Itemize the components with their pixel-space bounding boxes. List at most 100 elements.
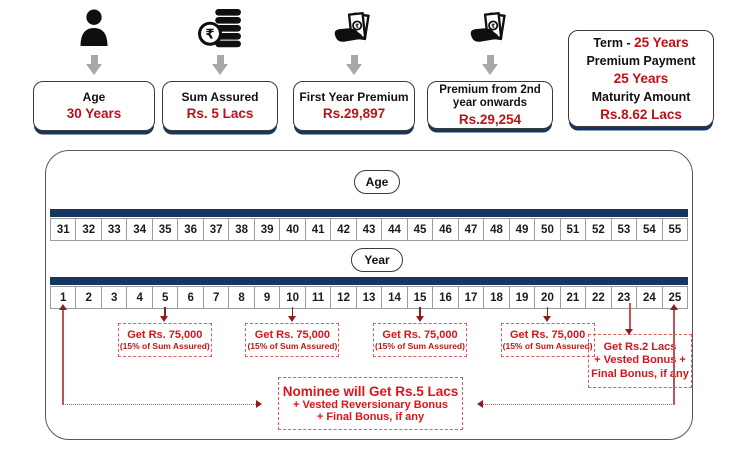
rupee-coins-icon: ₹ [198, 6, 242, 48]
first-year-premium-value: Rs.29,897 [322, 106, 386, 122]
year-cell: 23 [610, 286, 638, 309]
age-cell: 43 [355, 218, 383, 241]
svg-text:₹: ₹ [205, 27, 214, 42]
payout-note-amount: Get Rs. 75,000 [254, 329, 330, 341]
maturity-amount-label: Maturity Amount [591, 89, 691, 104]
age-cell: 38 [228, 218, 255, 241]
down-arrow-icon [85, 55, 103, 75]
year25-connector-line [673, 310, 675, 405]
year-cell: 22 [585, 286, 612, 309]
year-cell: 18 [483, 286, 510, 309]
year-cell: 17 [457, 286, 485, 309]
payout-arrow-year-20 [546, 307, 549, 317]
year1-connector-line [62, 310, 64, 405]
year-cell: 11 [304, 286, 332, 309]
payout-note-amount: Get Rs. 75,000 [382, 329, 458, 341]
age-cell: 47 [457, 218, 485, 241]
payout-note-amount: Get Rs. 75,000 [509, 329, 586, 341]
year-cell: 13 [355, 286, 383, 309]
age-pill-label: Age [365, 175, 389, 189]
year-cell: 4 [126, 286, 153, 309]
year1-up-arrowhead [58, 304, 67, 310]
year25-up-arrowhead [669, 304, 678, 310]
payout-note-year-20: Get Rs. 75,000(15% of Sum Assured) [500, 323, 595, 357]
first-year-premium-title: First Year Premium [299, 89, 409, 104]
age-cell: 48 [483, 218, 510, 241]
person-icon [76, 6, 112, 48]
nominee-right-pointing-arrowhead [256, 400, 262, 408]
age-cell: 46 [432, 218, 459, 241]
renewal-premium-box: Premium from 2nd year onwards Rs.29,254 [427, 81, 553, 129]
renewal-premium-value: Rs.29,254 [458, 111, 522, 127]
year-cell: 12 [330, 286, 357, 309]
age-cell: 50 [534, 218, 561, 241]
year-cell: 24 [636, 286, 663, 309]
age-cell: 35 [151, 218, 179, 241]
age-axis-bar [50, 209, 688, 217]
nominee-left-pointing-arrowhead [477, 400, 483, 408]
year-cell: 16 [432, 286, 459, 309]
payout-arrowhead-year-15 [415, 316, 424, 322]
payout-arrowhead-year-5 [160, 316, 169, 322]
year-pill-label: Year [364, 253, 390, 267]
premium-payment-value: 25 Years [613, 70, 669, 86]
age-cell: 42 [330, 218, 357, 241]
age-box: Age 30 Years [33, 81, 155, 131]
age-cell: 33 [100, 218, 128, 241]
svg-text:₹: ₹ [491, 23, 495, 30]
age-cell: 39 [253, 218, 281, 241]
first-year-premium-box: First Year Premium Rs.29,897 [293, 81, 415, 131]
money-hand-icon: ₹ [333, 6, 375, 48]
age-cell: 54 [636, 218, 663, 241]
nominee-left-dotted-line [63, 404, 256, 405]
sum-assured-value: Rs. 5 Lacs [186, 106, 254, 122]
age-cell: 32 [75, 218, 102, 241]
age-column: Age 30 Years [33, 6, 155, 131]
age-cell: 37 [202, 218, 230, 241]
down-arrow-icon [481, 55, 499, 75]
year-cell: 21 [559, 286, 587, 309]
payout-note-detail: (15% of Sum Assured) [375, 341, 465, 351]
year23-down-arrowhead [625, 329, 633, 335]
age-cell: 34 [126, 218, 153, 241]
payout-note-year-10: Get Rs. 75,000(15% of Sum Assured) [245, 323, 340, 357]
nominee-note-line3: + Final Bonus, if any [316, 411, 425, 423]
age-pill: Age [354, 170, 400, 194]
payout-arrow-year-15 [419, 307, 421, 317]
age-cell: 36 [177, 218, 204, 241]
policy-summary-box: Term - 25 Years Premium Payment 25 Years… [568, 30, 714, 127]
payout-arrow-year-10 [291, 307, 294, 317]
term-line: Term - 25 Years [593, 34, 688, 52]
term-label: Term - [593, 35, 631, 50]
premium-payment-label: Premium Payment [586, 53, 696, 68]
down-arrow-icon [211, 55, 229, 75]
maturity-note-line1: Get Rs.2 Lacs [603, 340, 677, 353]
year23-connector-line [629, 303, 631, 330]
sum-assured-column: ₹ Sum Assured Rs. 5 Lacs [162, 6, 278, 131]
payout-arrowhead-year-20 [543, 316, 552, 322]
age-cell: 49 [508, 218, 536, 241]
payout-note-detail: (15% of Sum Assured) [119, 341, 210, 351]
age-cell: 45 [406, 218, 434, 241]
year-pill: Year [351, 248, 403, 272]
nominee-note-line1: Nominee will Get Rs.5 Lacs [282, 383, 459, 399]
nominee-note-line2: + Vested Reversionary Bonus [293, 398, 448, 411]
age-cell: 44 [381, 218, 408, 241]
year-cell: 10 [279, 286, 306, 309]
year-cell: 6 [177, 286, 204, 309]
age-cell: 41 [304, 218, 332, 241]
maturity-note-line3: Final Bonus, if any [591, 367, 689, 380]
payout-note-amount: Get Rs. 75,000 [127, 329, 203, 341]
renewal-premium-title: Premium from 2nd year onwards [439, 83, 541, 110]
year-cell: 3 [100, 286, 128, 309]
year-cell: 14 [381, 286, 408, 309]
age-cell: 53 [610, 218, 638, 241]
payout-arrowhead-year-10 [287, 316, 296, 322]
year-cell: 2 [75, 286, 102, 309]
age-box-title: Age [82, 89, 106, 104]
year-cell: 15 [406, 286, 434, 309]
nominee-benefit-note: Nominee will Get Rs.5 Lacs + Vested Reve… [278, 377, 463, 430]
year-cell: 7 [202, 286, 230, 309]
